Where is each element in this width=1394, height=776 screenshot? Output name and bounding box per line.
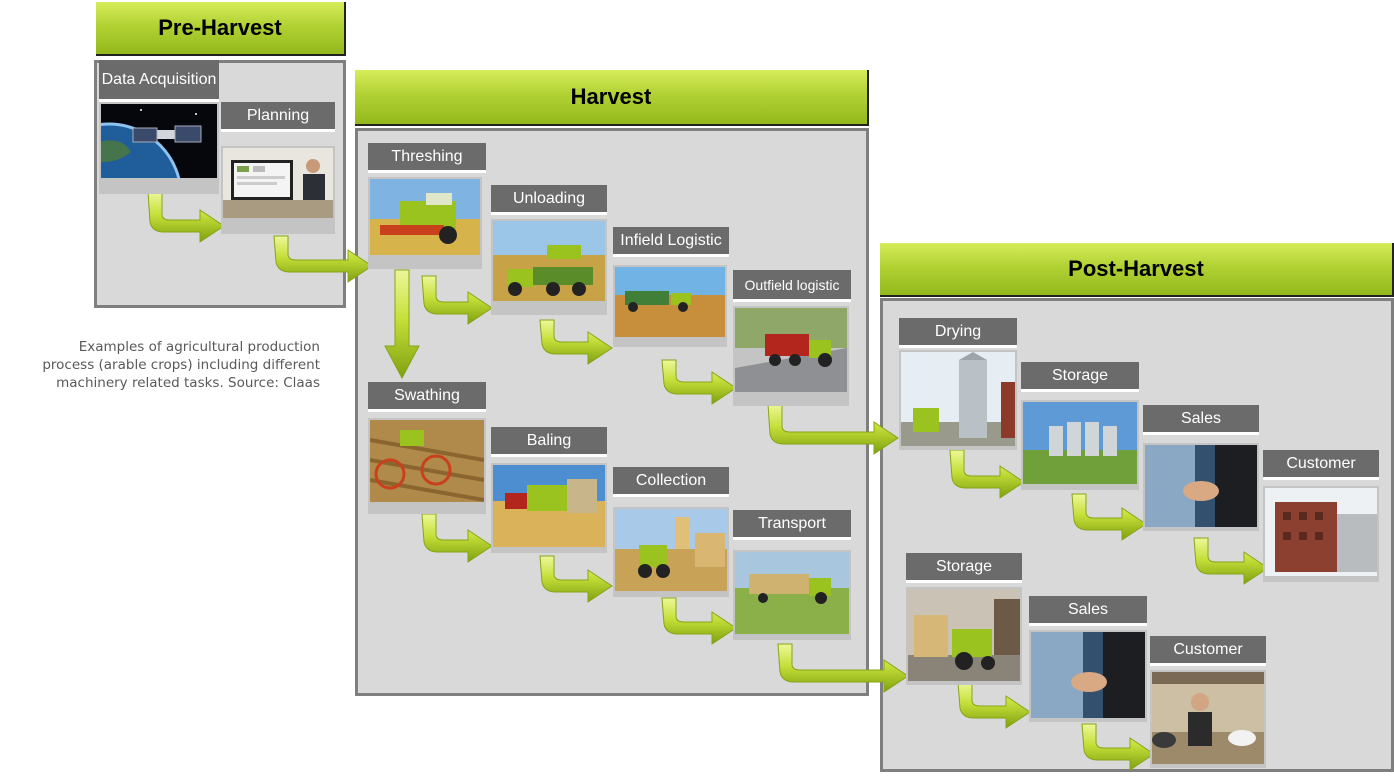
arrow-storage-to-sales bbox=[1071, 493, 1147, 541]
road-transport-photo bbox=[735, 308, 847, 392]
arrow-outfield-to-drying bbox=[767, 403, 899, 455]
task-baling: Baling bbox=[491, 427, 607, 553]
task-label: Planning bbox=[221, 102, 335, 132]
task-label: Swathing bbox=[368, 382, 486, 412]
task-card-frame bbox=[368, 418, 486, 514]
task-planning: Planning bbox=[221, 102, 335, 234]
dairy-farmer-photo bbox=[1152, 672, 1264, 764]
task-card-frame bbox=[368, 177, 482, 269]
post-harvest-header: Post-Harvest bbox=[880, 243, 1394, 297]
task-card-frame bbox=[221, 146, 335, 234]
task-swathing: Swathing bbox=[368, 382, 486, 514]
task-outfield-logistic: Outfield logistic bbox=[733, 270, 851, 406]
arrow-storage2-to-sales2 bbox=[957, 681, 1031, 729]
task-card-frame bbox=[733, 306, 849, 406]
caption-line-1: Examples of agricultural production bbox=[78, 339, 320, 355]
task-label: Customer bbox=[1150, 636, 1266, 666]
task-card-frame bbox=[1021, 400, 1139, 490]
task-card-frame bbox=[899, 350, 1017, 450]
arrow-swathing-to-baling bbox=[421, 513, 493, 563]
caption-line-2: process (arable crops) including differe… bbox=[42, 357, 320, 373]
handshake-photo bbox=[1145, 445, 1257, 527]
arrow-unloading-to-infield bbox=[539, 319, 613, 365]
pre-harvest-title: Pre-Harvest bbox=[158, 15, 282, 40]
post-harvest-title: Post-Harvest bbox=[1068, 256, 1204, 281]
arrow-threshing-to-unloading bbox=[421, 275, 493, 325]
handshake-photo bbox=[1031, 632, 1145, 718]
arrow-infield-to-outfield bbox=[661, 359, 737, 405]
arrow-collection-to-transport bbox=[661, 597, 737, 645]
task-collection: Collection bbox=[613, 467, 729, 599]
caption-line-3: machinery related tasks. Source: Claas bbox=[56, 375, 320, 391]
task-sales-2: Sales bbox=[1029, 596, 1147, 722]
arrow-planning-to-threshing bbox=[273, 235, 373, 283]
task-storage-1: Storage bbox=[1021, 362, 1139, 492]
harvest-header: Harvest bbox=[355, 70, 869, 126]
task-label: Unloading bbox=[491, 185, 607, 215]
office-computer-photo bbox=[223, 148, 333, 218]
arrow-transport-to-storage bbox=[777, 643, 909, 693]
figure-caption: Examples of agricultural production proc… bbox=[20, 338, 320, 392]
task-card-frame bbox=[733, 550, 851, 640]
baler-photo bbox=[493, 465, 605, 547]
arrow-data-acquisition-to-planning bbox=[147, 191, 225, 243]
task-customer-1: Customer bbox=[1263, 450, 1379, 582]
task-card-frame bbox=[1150, 670, 1266, 768]
arrow-sales2-to-customer2 bbox=[1081, 723, 1155, 771]
grain-dryer-silo-photo bbox=[901, 352, 1015, 446]
task-card-frame bbox=[613, 265, 727, 347]
arrow-sales-to-customer bbox=[1193, 537, 1269, 585]
task-card-frame bbox=[1143, 443, 1259, 531]
infield-tractor-photo bbox=[615, 267, 725, 337]
task-customer-2: Customer bbox=[1150, 636, 1266, 768]
task-label: Baling bbox=[491, 427, 607, 457]
task-label: Sales bbox=[1029, 596, 1147, 626]
combine-harvester-photo bbox=[370, 179, 480, 255]
swathing-rake-photo bbox=[370, 420, 484, 502]
grain-silos-photo bbox=[1023, 402, 1137, 484]
bale-transport-photo bbox=[735, 552, 849, 634]
task-label: Storage bbox=[906, 553, 1022, 583]
task-unloading: Unloading bbox=[491, 185, 607, 317]
task-threshing: Threshing bbox=[368, 143, 486, 273]
task-card-frame bbox=[491, 463, 607, 553]
satellite-earth-photo bbox=[101, 104, 217, 178]
task-label: Threshing bbox=[368, 143, 486, 173]
task-card-frame bbox=[1029, 630, 1147, 722]
task-infield-logistic: Infield Logistic bbox=[613, 227, 729, 349]
task-label: Customer bbox=[1263, 450, 1379, 480]
unloading-tractor-photo bbox=[493, 221, 605, 301]
task-card-frame bbox=[99, 102, 219, 194]
task-label: Drying bbox=[899, 318, 1017, 348]
task-label: Sales bbox=[1143, 405, 1259, 435]
task-card-frame bbox=[491, 219, 607, 315]
task-drying: Drying bbox=[899, 318, 1017, 450]
arrow-baling-to-collection bbox=[539, 555, 613, 603]
task-storage-2: Storage bbox=[906, 553, 1022, 685]
arrow-drying-to-storage bbox=[949, 449, 1025, 499]
harvest-title: Harvest bbox=[570, 84, 652, 109]
task-label: Infield Logistic bbox=[613, 227, 729, 257]
task-sales-1: Sales bbox=[1143, 405, 1259, 531]
bale-collection-photo bbox=[615, 509, 727, 591]
task-label: Storage bbox=[1021, 362, 1139, 392]
task-label: Transport bbox=[733, 510, 851, 540]
task-label: Outfield logistic bbox=[733, 270, 851, 302]
task-card-frame bbox=[613, 507, 729, 597]
bale-storage-loader-photo bbox=[908, 589, 1020, 681]
task-transport: Transport bbox=[733, 510, 851, 642]
task-label: Collection bbox=[613, 467, 729, 497]
task-card-frame bbox=[1263, 486, 1379, 582]
mill-building-photo bbox=[1265, 488, 1377, 576]
pre-harvest-header: Pre-Harvest bbox=[96, 2, 346, 56]
task-data-acquisition: Data Acquisition bbox=[99, 60, 219, 194]
task-label: Data Acquisition bbox=[99, 60, 219, 102]
task-card-frame bbox=[906, 587, 1022, 685]
arrow-threshing-to-swathing bbox=[384, 269, 420, 380]
